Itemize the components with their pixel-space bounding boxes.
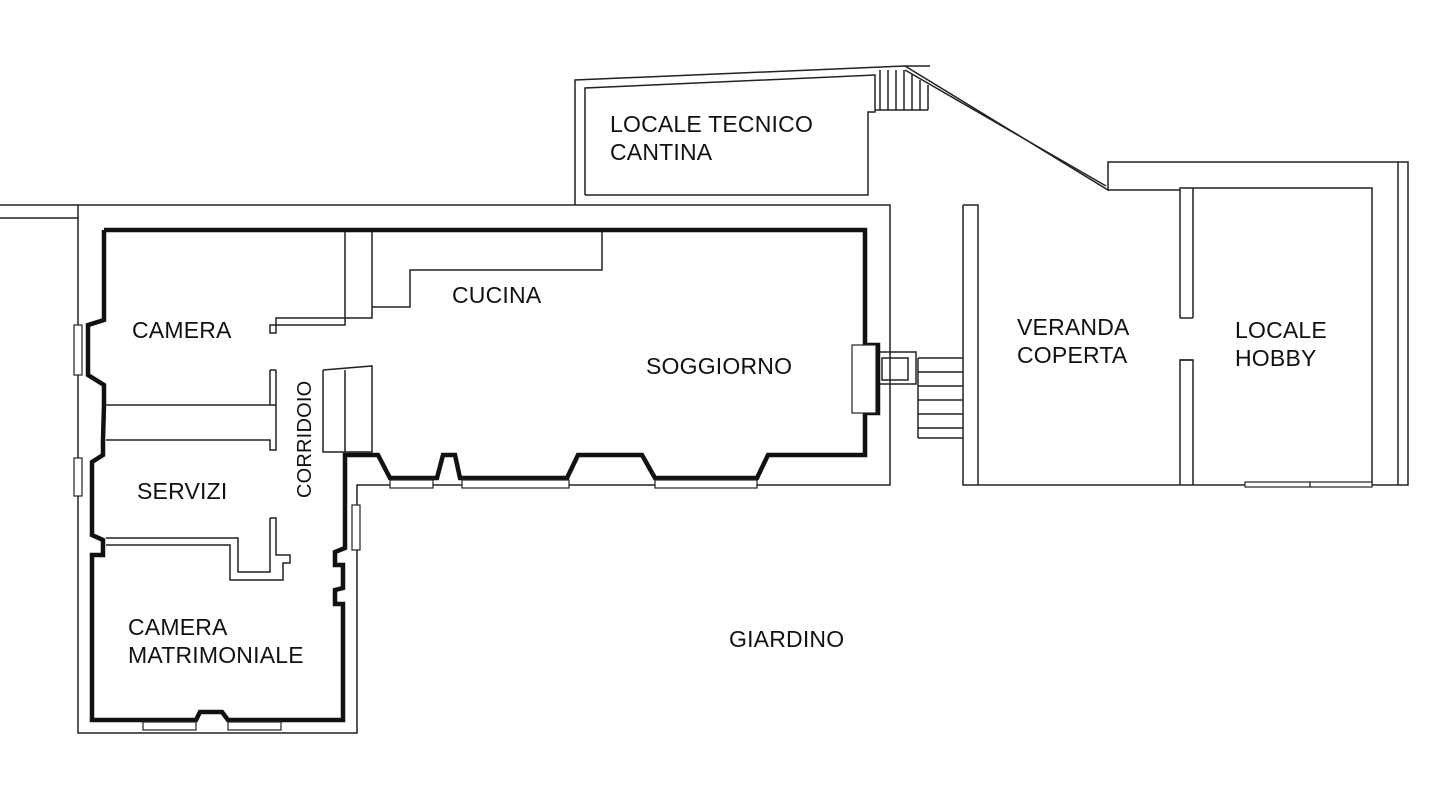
label-cucina: CUCINA [452,282,542,308]
label-camera-matrimoniale-1: CAMERA [128,614,228,640]
interior-walls [106,232,603,581]
inner-perimeter-wall [85,227,881,723]
label-giardino: GIARDINO [729,626,844,652]
label-corridoio: CORRIDOIO [294,381,316,498]
technical-room-walls [574,65,1409,486]
veranda-hobby-walls [963,162,1399,488]
outer-wall-main [0,204,891,734]
stairs-upper [875,70,929,111]
label-servizi: SERVIZI [137,478,227,504]
label-cantina: CANTINA [610,139,713,165]
label-camera-matrimoniale-2: MATRIMONIALE [128,642,304,668]
stairs-veranda [877,351,963,439]
label-camera: CAMERA [132,317,232,343]
windows [73,324,877,731]
room-labels: LOCALE TECNICO CANTINA CUCINA CAMERA SOG… [128,111,1327,668]
label-veranda-2: COPERTA [1017,342,1128,368]
label-locale-tecnico: LOCALE TECNICO [610,111,813,137]
label-veranda-1: VERANDA [1017,314,1130,340]
label-hobby-2: HOBBY [1235,345,1317,371]
label-hobby-1: LOCALE [1235,317,1327,343]
label-soggiorno: SOGGIORNO [646,353,792,379]
